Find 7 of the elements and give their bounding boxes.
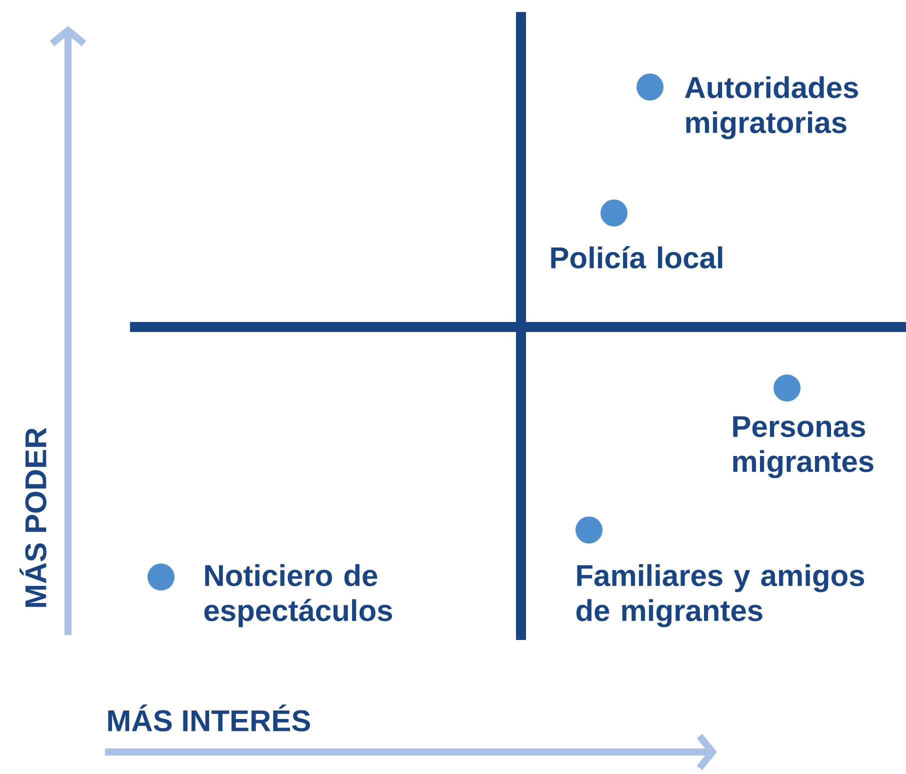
dot-label: Noticiero de espectáculos	[204, 564, 392, 628]
dot-label: Personas migrantes	[733, 416, 874, 478]
axis-label: MÁS PODER	[20, 428, 46, 607]
dot-label: Policía local	[551, 246, 722, 268]
axis-label: MÁS INTERÉS	[108, 704, 310, 732]
dot-label: Autoridades migratorias	[684, 76, 858, 140]
dot-label: Familiares y amigos de migrantes	[576, 564, 864, 628]
